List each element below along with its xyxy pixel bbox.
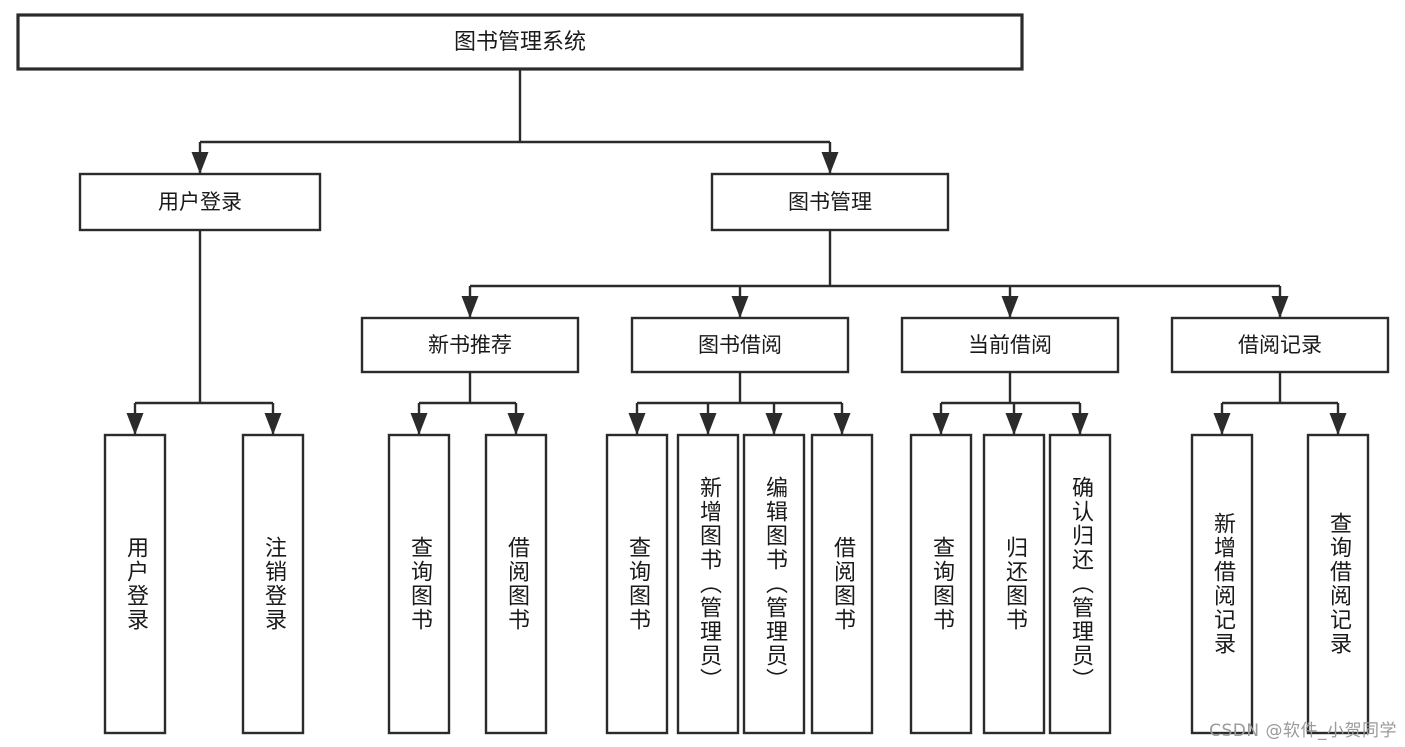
node-label-user-login: 用户登录 bbox=[158, 190, 242, 214]
edge-group-book-borrow bbox=[628, 372, 851, 435]
arrow-head-icon bbox=[410, 413, 428, 435]
arrow-head-icon bbox=[821, 152, 839, 174]
node-box-user-login[interactable] bbox=[78, 172, 322, 232]
node-box-leaf-query-book-2[interactable] bbox=[605, 433, 669, 735]
node-box-leaf-borrow-book-1[interactable] bbox=[484, 433, 548, 735]
node-box-leaf-borrow-book-2[interactable] bbox=[810, 433, 874, 735]
arrow-head-icon bbox=[1213, 413, 1231, 435]
node-box-leaf-add-record[interactable] bbox=[1190, 433, 1254, 735]
node-current-borrow[interactable]: 当前借阅 bbox=[900, 316, 1120, 374]
node-box-leaf-query-book-3[interactable] bbox=[909, 433, 973, 735]
edges-layer bbox=[126, 69, 1347, 435]
node-box-leaf-confirm-return[interactable] bbox=[1048, 433, 1112, 735]
node-box-new-book-rec[interactable] bbox=[360, 316, 580, 374]
watermark-text: CSDN @软件_小贺同学 bbox=[1209, 721, 1397, 741]
arrow-head-icon bbox=[932, 413, 950, 435]
node-label-book-manage: 图书管理 bbox=[788, 190, 872, 214]
node-box-leaf-return-book[interactable] bbox=[982, 433, 1046, 735]
edge-group-current-borrow bbox=[932, 372, 1089, 435]
edge-group-user-login bbox=[126, 230, 282, 435]
node-box-leaf-query-book-1[interactable] bbox=[387, 433, 451, 735]
arrow-head-icon bbox=[461, 296, 479, 318]
node-leaf-query-book-3[interactable] bbox=[909, 433, 973, 735]
node-box-leaf-query-record[interactable] bbox=[1306, 433, 1370, 735]
node-leaf-query-book-2[interactable] bbox=[605, 433, 669, 735]
node-leaf-user-logout[interactable] bbox=[241, 433, 305, 735]
arrow-head-icon bbox=[1271, 296, 1289, 318]
arrow-head-icon bbox=[731, 296, 749, 318]
node-leaf-borrow-book-2[interactable] bbox=[810, 433, 874, 735]
node-leaf-add-record[interactable] bbox=[1190, 433, 1254, 735]
node-leaf-add-book[interactable] bbox=[676, 433, 740, 735]
arrow-head-icon bbox=[1005, 413, 1023, 435]
node-leaf-return-book[interactable] bbox=[982, 433, 1046, 735]
edge-group-borrow-record bbox=[1213, 372, 1347, 435]
node-leaf-edit-book[interactable] bbox=[742, 433, 806, 735]
edge-group-root bbox=[191, 69, 839, 174]
arrow-head-icon bbox=[1071, 413, 1089, 435]
node-box-book-borrow[interactable] bbox=[630, 316, 850, 374]
node-root[interactable]: 图书管理系统 bbox=[16, 13, 1024, 71]
node-leaf-query-record[interactable] bbox=[1306, 433, 1370, 735]
arrow-head-icon bbox=[126, 413, 144, 435]
node-label-new-book-rec: 新书推荐 bbox=[428, 333, 512, 357]
node-label-book-borrow: 图书借阅 bbox=[698, 333, 782, 357]
node-box-leaf-user-login[interactable] bbox=[103, 433, 167, 735]
node-box-root[interactable] bbox=[16, 13, 1024, 71]
arrow-head-icon bbox=[833, 413, 851, 435]
node-leaf-user-login[interactable] bbox=[103, 433, 167, 735]
arrow-head-icon bbox=[264, 413, 282, 435]
node-book-manage[interactable]: 图书管理 bbox=[710, 172, 950, 232]
node-leaf-confirm-return[interactable] bbox=[1048, 433, 1112, 735]
arrow-head-icon bbox=[765, 413, 783, 435]
arrow-head-icon bbox=[191, 152, 209, 174]
node-user-login[interactable]: 用户登录 bbox=[78, 172, 322, 232]
node-label-root: 图书管理系统 bbox=[454, 30, 586, 55]
arrow-head-icon bbox=[1001, 296, 1019, 318]
node-box-leaf-edit-book[interactable] bbox=[742, 433, 806, 735]
node-box-leaf-user-logout[interactable] bbox=[241, 433, 305, 735]
arrow-head-icon bbox=[1329, 413, 1347, 435]
node-box-borrow-record[interactable] bbox=[1170, 316, 1390, 374]
arrow-head-icon bbox=[628, 413, 646, 435]
node-label-current-borrow: 当前借阅 bbox=[968, 333, 1052, 357]
node-book-borrow[interactable]: 图书借阅 bbox=[630, 316, 850, 374]
node-box-current-borrow[interactable] bbox=[900, 316, 1120, 374]
arrow-head-icon bbox=[699, 413, 717, 435]
node-borrow-record[interactable]: 借阅记录 bbox=[1170, 316, 1390, 374]
node-new-book-rec[interactable]: 新书推荐 bbox=[360, 316, 580, 374]
node-leaf-query-book-1[interactable] bbox=[387, 433, 451, 735]
edge-group-new-book-rec bbox=[410, 372, 525, 435]
node-box-book-manage[interactable] bbox=[710, 172, 950, 232]
node-box-leaf-add-book[interactable] bbox=[676, 433, 740, 735]
node-label-borrow-record: 借阅记录 bbox=[1238, 333, 1322, 357]
arrow-head-icon bbox=[507, 413, 525, 435]
edge-group-book-manage bbox=[461, 230, 1289, 318]
node-leaf-borrow-book-1[interactable] bbox=[484, 433, 548, 735]
